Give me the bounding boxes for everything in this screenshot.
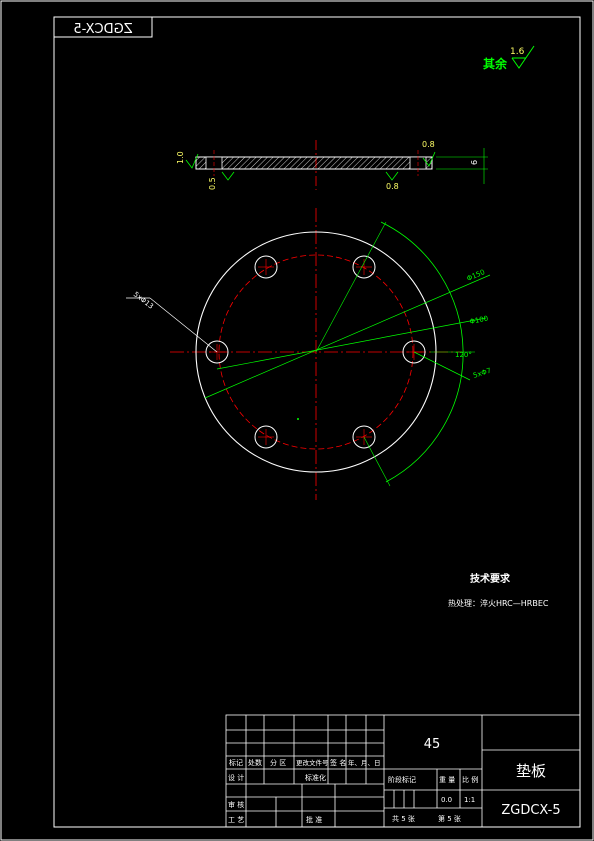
rev-header-sign: 签 名	[330, 758, 346, 767]
tech-requirements-line: 热处理：淬火HRC—HRBEC	[448, 598, 549, 608]
angle-label: 120°	[455, 351, 472, 359]
roughness-top-right-label: 0.8	[422, 140, 435, 149]
plan-view	[126, 208, 491, 500]
code-box-text: ZGDCX-5	[73, 22, 132, 37]
roughness-bottom-left-label: 0.5	[208, 177, 217, 190]
weight-value: 0.0	[441, 796, 452, 804]
roughness-bottom-mid-label: 0.8	[386, 182, 399, 191]
code-box	[53, 16, 153, 38]
hole-small-label: 5xΦ7	[472, 367, 492, 380]
surface-rest-value: 1.6	[510, 47, 525, 57]
sheet-current: 第 5 张	[438, 814, 461, 823]
surface-rest-label: 其余	[483, 56, 508, 71]
diameter-pcd-label: Φ100	[469, 315, 489, 326]
drawing-number: ZGDCX-5	[501, 803, 560, 818]
row-approve-label: 批 准	[306, 815, 322, 824]
roughness-symbol-icon	[511, 45, 535, 69]
scale-label: 比 例	[462, 775, 478, 784]
rev-header-zone: 分 区	[270, 758, 286, 767]
row-standard-label: 标准化	[305, 773, 326, 782]
section-view	[185, 140, 488, 190]
rev-header-mark: 标记	[229, 758, 243, 767]
rev-header-count: 处数	[248, 758, 262, 767]
inner-frame	[53, 16, 581, 828]
row-review-label: 审 核	[228, 800, 244, 809]
diameter-outer-label: Φ150	[466, 268, 487, 283]
hole-callout-label: 5xΦ13	[132, 290, 155, 310]
row-design-label: 设 计	[228, 773, 244, 782]
material-value: 45	[424, 737, 441, 752]
row-process-label: 工 艺	[228, 816, 244, 824]
weight-label: 重 量	[439, 776, 455, 784]
title-block	[225, 714, 581, 828]
scale-value: 1:1	[464, 796, 475, 804]
part-name: 垫板	[516, 762, 546, 780]
roughness-left-label: 1.0	[176, 151, 185, 164]
rev-header-date: 年、月、日	[348, 758, 381, 767]
thickness-label: 6	[470, 160, 479, 165]
stage-label: 阶段标记	[388, 775, 416, 784]
tech-requirements-title: 技术要求	[470, 572, 511, 585]
sheet-total: 共 5 张	[392, 814, 415, 823]
rev-header-docno: 更改文件号	[296, 758, 329, 767]
